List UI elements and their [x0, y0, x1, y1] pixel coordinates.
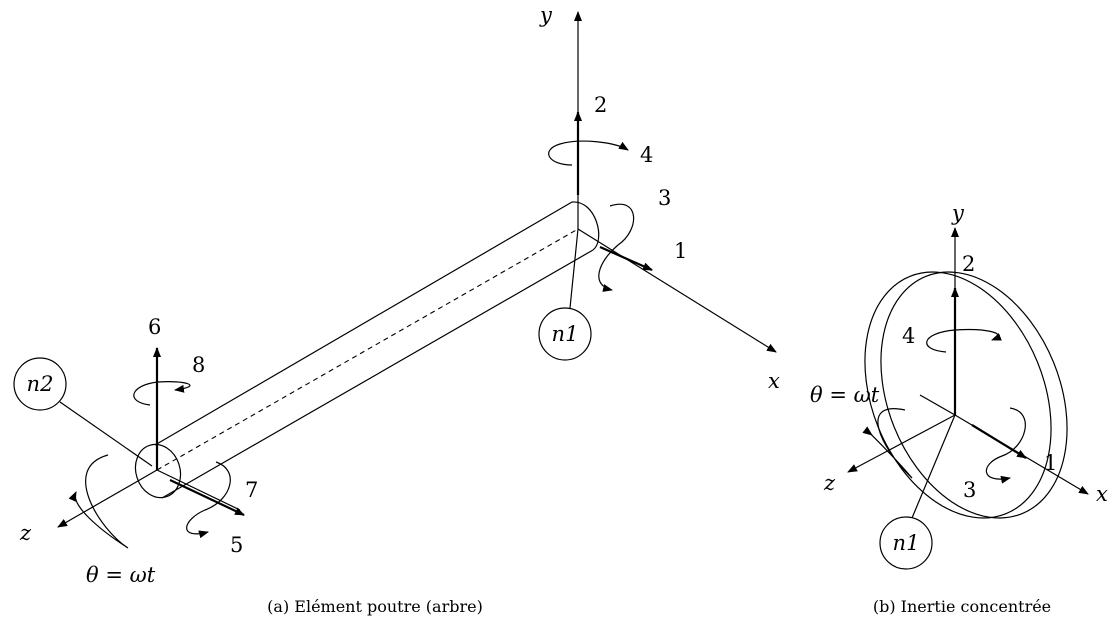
node-n1-label: n1: [552, 322, 579, 346]
dof-2-label: 2: [594, 93, 607, 117]
beam-element-diagram: y x z 1 2 3 4 5 6 7 8 n1 n2 θ = ωt (a) E…: [13, 3, 780, 616]
node-n2-circle: [13, 357, 67, 411]
dof-3-label: 3: [658, 186, 671, 210]
disk-node-n1-leader: [911, 414, 956, 519]
disk-y-axis-label: y: [951, 201, 965, 225]
beam-axis-hidden: [156, 228, 579, 471]
beam-top-edge: [154, 201, 573, 446]
disk-dof-3-label: 3: [963, 478, 976, 502]
disk-z-axis: [847, 414, 956, 473]
node2-x-axis: [156, 469, 241, 511]
dof-5-label: 5: [230, 533, 243, 557]
beam-end-n1: [571, 201, 600, 251]
x-axis: [577, 228, 777, 353]
dof-8-label: 8: [192, 353, 205, 377]
rotation-label-beam: θ = ωt: [86, 563, 156, 587]
dof-1-arrow: [599, 245, 653, 272]
disk-dof-4-label: 4: [902, 324, 915, 348]
dof-7-rotation: [186, 461, 231, 539]
beam-bottom-edge: [161, 249, 594, 499]
z-axis-label: z: [19, 521, 32, 545]
dof-1-label: 1: [674, 239, 687, 263]
rotation-label-disk: θ = ωt: [810, 383, 880, 407]
disk-x-backward: [919, 394, 956, 416]
caption-b: (b) Inertie concentrée: [873, 597, 1051, 616]
y-axis-label: y: [539, 3, 553, 27]
concentrated-inertia-diagram: y x z 1 2 3 4 n1 θ = ωt (b) Inertie conc…: [810, 201, 1108, 616]
caption-a: (a) Elément poutre (arbre): [267, 597, 483, 616]
dof-4-rotation: [548, 140, 629, 166]
node-n2-label: n2: [27, 372, 54, 396]
x-axis-label: x: [768, 369, 780, 393]
disk-x-axis-label: x: [1096, 482, 1108, 506]
disk-dof-3-rotation: [985, 407, 1026, 484]
beam-end-n2: [134, 443, 182, 499]
disk-node-n1-circle: [879, 516, 933, 570]
z-axis: [57, 469, 158, 528]
node-n1-leader: [569, 228, 579, 309]
theta-rotation-n2: [68, 454, 129, 549]
disk-z-axis-label: z: [823, 471, 836, 495]
disk-dof-1-label: 1: [1044, 451, 1057, 475]
disk-theta-rotation: [862, 408, 913, 479]
dof-7-label: 7: [245, 478, 258, 502]
disk-dof-2-label: 2: [962, 252, 975, 276]
disk-node-n1-label: n1: [893, 531, 920, 555]
node-n2-leader: [59, 401, 153, 467]
dof-8-rotation: [133, 381, 191, 406]
dof-3-rotation: [598, 203, 635, 292]
disk-dof-4-rotation: [926, 328, 1002, 353]
disk-back-face: [880, 271, 1068, 519]
disk-dof-1-arrow: [971, 424, 1027, 459]
dof-4-label: 4: [640, 143, 653, 167]
dof-6-label: 6: [148, 315, 161, 339]
dof-5-arrow: [169, 479, 245, 516]
node-n1-circle: [538, 307, 592, 361]
